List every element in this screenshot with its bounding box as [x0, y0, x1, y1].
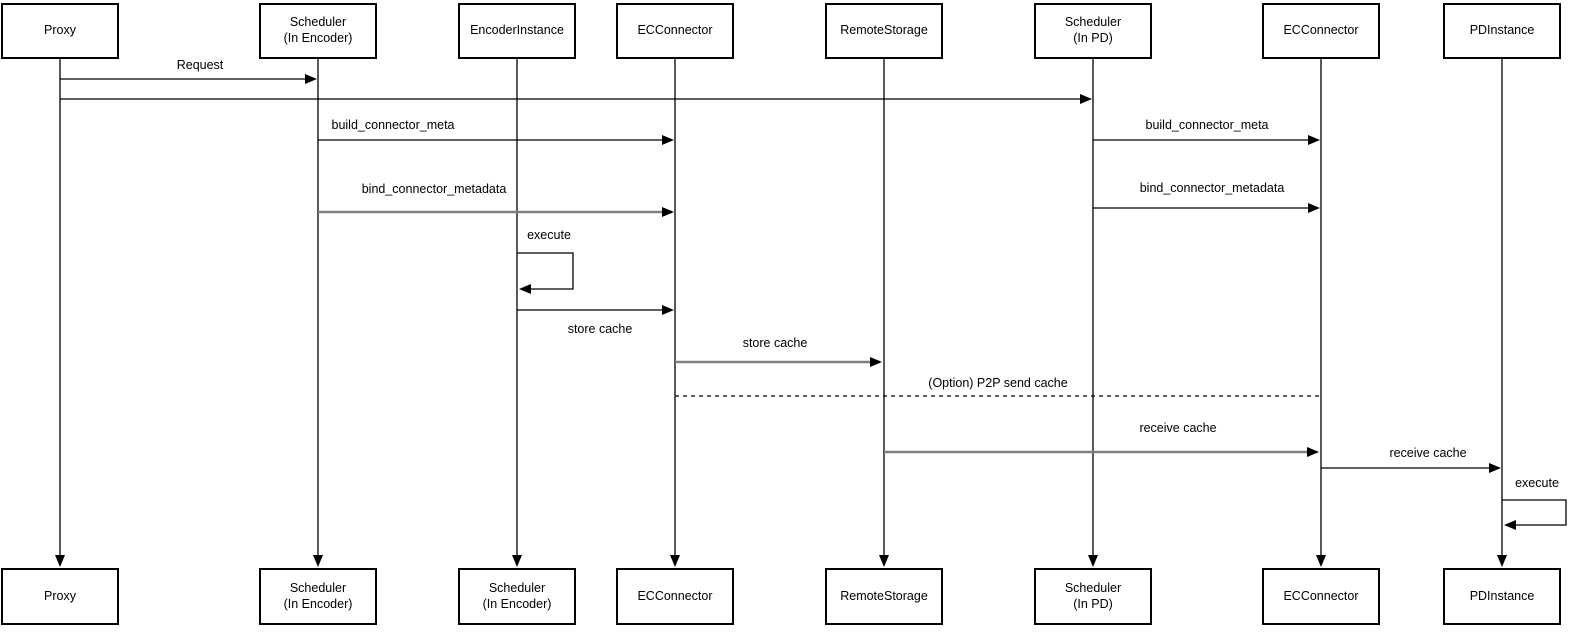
- participant-bottom-scheduler-in-encoder: Scheduler (In Encoder): [259, 568, 377, 625]
- message-label-receive-cache-right: receive cache: [1387, 446, 1469, 460]
- message-label-build-meta-right: build_connector_meta: [1143, 118, 1271, 132]
- participant-bottom-ec-connector-encoder: ECConnector: [616, 568, 734, 625]
- message-label-receive-cache-left: receive cache: [1137, 421, 1219, 435]
- message-label-execute-encoder: execute: [525, 228, 573, 242]
- participant-bottom-encoder-instance: Scheduler (In Encoder): [458, 568, 576, 625]
- message-arrows: [60, 74, 1567, 530]
- participant-top-scheduler-in-pd: Scheduler (In PD): [1034, 3, 1152, 59]
- participant-bottom-pd-instance: PDInstance: [1443, 568, 1561, 625]
- message-label-p2p-send-cache: (Option) P2P send cache: [926, 376, 1070, 390]
- participant-bottom-scheduler-in-pd: Scheduler (In PD): [1034, 568, 1152, 625]
- arrow-execute-loop-pd: [1502, 499, 1567, 530]
- message-label-bind-metadata-right: bind_connector_metadata: [1137, 181, 1287, 195]
- participant-top-ec-connector-pd: ECConnector: [1262, 3, 1380, 59]
- lifelines: [55, 59, 1507, 567]
- participant-top-proxy: Proxy: [1, 3, 119, 59]
- participant-top-ec-connector-encoder: ECConnector: [616, 3, 734, 59]
- message-label-store-cache-remote: store cache: [740, 336, 810, 350]
- message-label-bind-metadata-left: bind_connector_metadata: [359, 182, 509, 196]
- participant-bottom-proxy: Proxy: [1, 568, 119, 625]
- arrow-execute-loop-encoder: [517, 252, 574, 294]
- message-label-execute-pd: execute: [1513, 476, 1561, 490]
- message-label-build-meta-left: build_connector_meta: [329, 118, 457, 132]
- message-label-store-cache-encoder: store cache: [565, 322, 635, 336]
- participant-top-remote-storage: RemoteStorage: [825, 3, 943, 59]
- message-label-request: Request: [174, 58, 226, 72]
- participant-top-encoder-instance: EncoderInstance: [458, 3, 576, 59]
- participant-top-pd-instance: PDInstance: [1443, 3, 1561, 59]
- participant-bottom-remote-storage: RemoteStorage: [825, 568, 943, 625]
- participant-bottom-ec-connector-pd: ECConnector: [1262, 568, 1380, 625]
- participant-top-scheduler-in-encoder: Scheduler (In Encoder): [259, 3, 377, 59]
